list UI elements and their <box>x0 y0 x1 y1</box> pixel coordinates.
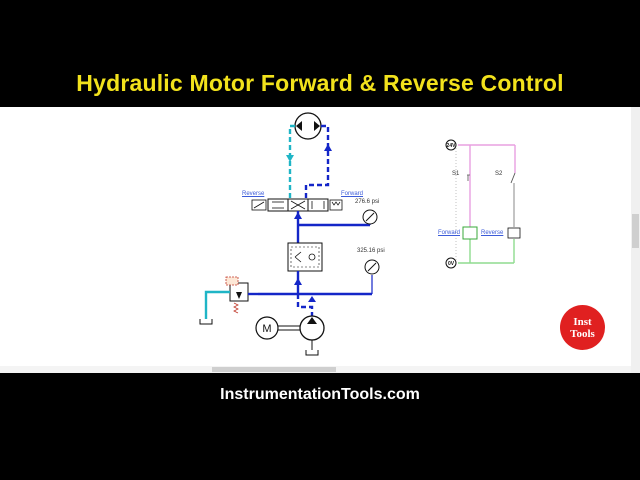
relief-tank-line <box>199 290 230 325</box>
forward-coil[interactable] <box>462 226 478 240</box>
logo-line-1: Inst <box>573 315 592 328</box>
return-line <box>286 124 295 199</box>
reverse-coil-label[interactable]: Reverse <box>481 230 504 236</box>
inst-tools-logo: Inst Tools <box>560 305 605 350</box>
forward-solenoid-label[interactable]: Forward <box>341 191 364 197</box>
upper-gauge-reading: 276.6 psi <box>355 199 380 205</box>
supply-0v-node: 0V <box>445 257 457 269</box>
switch-s2-label: S2 <box>495 171 503 177</box>
vertical-scrollbar-thumb[interactable] <box>632 214 639 248</box>
reverse-solenoid-label[interactable]: Reverse <box>242 191 265 197</box>
simulation-canvas: M 24V 0V <box>0 107 640 373</box>
switch-s1-label: S1 <box>452 171 460 177</box>
relief-valve[interactable] <box>225 276 258 314</box>
hydraulic-circuit-diagram: M 24V 0V <box>199 112 521 356</box>
page-title: Hydraulic Motor Forward & Reverse Contro… <box>76 70 564 96</box>
hydraulic-motor-symbol[interactable] <box>294 112 322 140</box>
supply-pressure-line <box>294 211 371 243</box>
lower-pressure-gauge[interactable] <box>364 259 380 275</box>
electrical-control-circuit <box>455 144 516 264</box>
filter-element[interactable] <box>287 242 323 272</box>
supply-24v-label: 24V <box>447 143 457 149</box>
motor-label: M <box>262 323 271 335</box>
hydraulic-pump[interactable] <box>299 315 325 356</box>
switch-s2[interactable] <box>510 172 516 184</box>
switch-s1[interactable] <box>467 173 471 183</box>
reverse-coil[interactable] <box>507 227 521 239</box>
site-footer-text: InstrumentationTools.com <box>220 386 420 403</box>
directional-control-valve[interactable] <box>251 198 343 212</box>
lower-gauge-reading: 325.16 psi <box>357 248 385 254</box>
logo-line-2: Tools <box>570 327 595 340</box>
electric-motor[interactable]: M <box>255 316 300 340</box>
forward-coil-label[interactable]: Forward <box>438 230 461 236</box>
supply-0v-label: 0V <box>448 261 455 267</box>
supply-24v-node: 24V <box>445 139 457 151</box>
horizontal-scrollbar-thumb[interactable] <box>212 367 336 372</box>
pressure-line-to-motor <box>304 124 332 199</box>
upper-pressure-gauge[interactable] <box>362 209 378 225</box>
pump-outlet-line <box>258 271 373 317</box>
